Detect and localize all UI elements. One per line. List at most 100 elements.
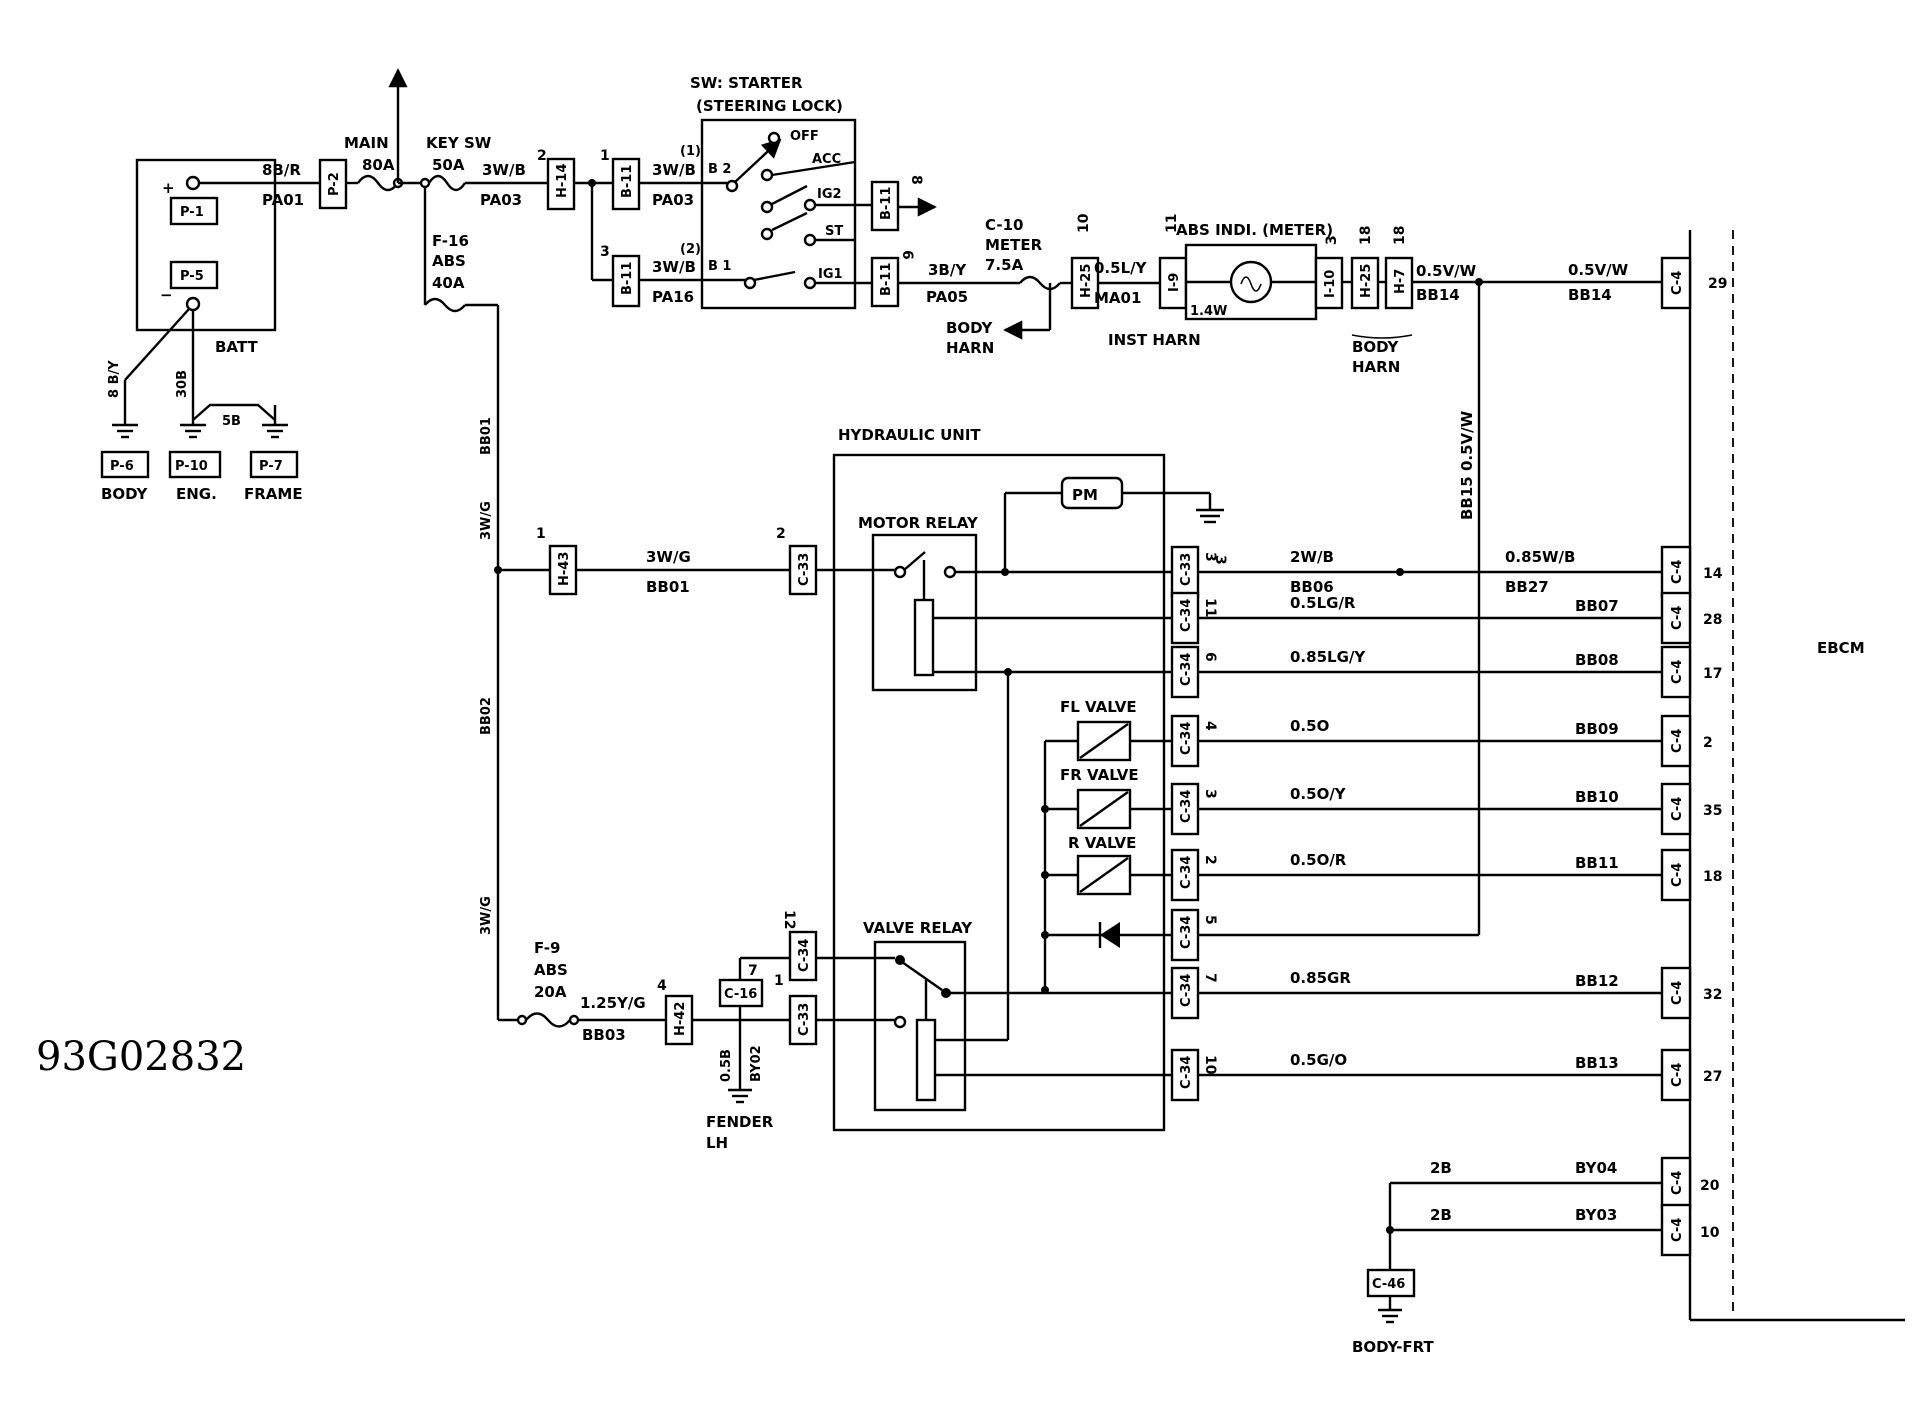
ebcm-pin: 18 — [1703, 869, 1722, 885]
svg-text:C-4: C-4 — [1670, 1218, 1685, 1242]
svg-text:MOTOR RELAY: MOTOR RELAY — [858, 514, 979, 532]
svg-text:PA05: PA05 — [926, 288, 968, 306]
svg-text:2B: 2B — [1430, 1206, 1452, 1224]
unit-connector-label: C-34 — [1179, 722, 1194, 755]
battery: + P-1 P-5 − BATT — [135, 158, 277, 356]
wire-label: 0.85GR — [1290, 969, 1351, 987]
circuit-label-2: BB27 — [1505, 578, 1549, 596]
ebcm-connector-label: C-4 — [1670, 981, 1685, 1005]
svg-text:BB02: BB02 — [479, 697, 494, 735]
unit-connector-pin: 11 — [1202, 598, 1218, 617]
unit-connector-pin: 5 — [1202, 915, 1218, 925]
svg-text:1: 1 — [536, 526, 546, 542]
svg-text:3B/Y: 3B/Y — [928, 261, 967, 279]
unit-connector-label: C-34 — [1179, 916, 1194, 949]
svg-text:1.4W: 1.4W — [1190, 304, 1227, 319]
unit-connector-label: C-33 — [1179, 553, 1194, 586]
unit-connector-pin: 4 — [1202, 721, 1218, 731]
ebcm-pin: 35 — [1703, 803, 1722, 819]
svg-text:SW: STARTER: SW: STARTER — [690, 74, 803, 92]
svg-text:BODY: BODY — [1352, 338, 1400, 356]
conn-b11-low: B-11 — [620, 262, 635, 295]
unit-connector — [1170, 714, 1200, 768]
ebcm-connector — [1660, 782, 1692, 836]
svg-text:IG2: IG2 — [817, 187, 842, 202]
svg-text:C-10: C-10 — [985, 216, 1023, 234]
svg-text:11: 11 — [1164, 214, 1180, 233]
svg-text:R VALVE: R VALVE — [1068, 834, 1136, 852]
svg-text:BY02: BY02 — [749, 1045, 764, 1082]
conn-h43: H-43 — [557, 552, 572, 586]
svg-text:3W/B: 3W/B — [482, 161, 526, 179]
main-power-feed: 8B/R PA01 P-2 MAIN 80A KEY SW 50A 3W/B P… — [199, 68, 641, 1020]
svg-text:(2): (2) — [680, 242, 701, 257]
conn-c16: C-16 — [724, 987, 757, 1002]
svg-text:BODY: BODY — [101, 485, 149, 503]
unit-connector-pin: 2 — [1202, 855, 1218, 865]
svg-text:10: 10 — [1700, 1225, 1720, 1241]
svg-text:ABS INDI. (METER): ABS INDI. (METER) — [1176, 221, 1333, 239]
svg-text:18: 18 — [1358, 226, 1374, 245]
wire-label: 0.5O/R — [1290, 851, 1347, 869]
svg-text:3W/G: 3W/G — [479, 501, 494, 540]
svg-text:ABS: ABS — [534, 961, 568, 979]
ebcm-connector — [1660, 966, 1692, 1020]
svg-text:(STEERING LOCK): (STEERING LOCK) — [696, 97, 843, 115]
svg-text:HARN: HARN — [946, 339, 994, 357]
svg-text:PA03: PA03 — [480, 191, 522, 209]
ebcm-connector — [1660, 1048, 1692, 1102]
svg-text:IG1: IG1 — [818, 267, 843, 282]
ebcm-connector-label: C-4 — [1670, 863, 1685, 887]
svg-text:BB15 0.5V/W: BB15 0.5V/W — [1458, 410, 1476, 520]
ebcm-label: EBCM — [1817, 639, 1865, 657]
svg-text:PA03: PA03 — [652, 191, 694, 209]
svg-text:1: 1 — [774, 973, 784, 989]
svg-text:30B: 30B — [175, 370, 190, 398]
svg-text:+: + — [162, 179, 175, 197]
conn-p2: P-2 — [327, 172, 342, 196]
ebcm-pin: 14 — [1703, 566, 1723, 582]
svg-text:MAIN: MAIN — [344, 134, 389, 152]
conn-p7: P-7 — [259, 459, 283, 474]
conn-c33-mr: C-33 — [797, 553, 812, 586]
hydraulic-unit-feed: BB01 3W/G BB02 3W/G H-43 1 3W/G BB01 C-3… — [479, 417, 818, 1152]
svg-text:29: 29 — [1708, 276, 1727, 292]
svg-text:10: 10 — [1076, 213, 1092, 233]
svg-text:4: 4 — [657, 978, 667, 994]
svg-text:BY04: BY04 — [1575, 1159, 1617, 1177]
svg-text:3W/B: 3W/B — [652, 258, 696, 276]
unit-connector-pin: 3 — [1202, 552, 1218, 562]
svg-text:−: − — [160, 286, 173, 304]
svg-text:B 2: B 2 — [708, 162, 731, 177]
ebcm-pin: 28 — [1703, 612, 1722, 628]
svg-text:2B: 2B — [1430, 1159, 1452, 1177]
circuit-label: BB13 — [1575, 1054, 1619, 1072]
svg-text:PA01: PA01 — [262, 191, 304, 209]
unit-connector-pin: 10 — [1202, 1055, 1218, 1075]
wire-label: 2W/B — [1290, 548, 1334, 566]
ebcm-connector-label: C-4 — [1670, 560, 1685, 584]
conn-p1: P-1 — [180, 205, 204, 220]
wire-label: 0.5O/Y — [1290, 785, 1347, 803]
svg-text:40A: 40A — [432, 274, 465, 292]
conn-h14: H-14 — [555, 164, 570, 198]
svg-text:0.5L/Y: 0.5L/Y — [1094, 259, 1148, 277]
ebcm-connector — [1660, 848, 1692, 902]
svg-text:FL VALVE: FL VALVE — [1060, 698, 1137, 716]
wire-label: 0.5LG/R — [1290, 594, 1356, 612]
ebcm-connector-label: C-4 — [1670, 797, 1685, 821]
svg-text:VALVE RELAY: VALVE RELAY — [863, 919, 973, 937]
svg-text:ENG.: ENG. — [176, 485, 217, 503]
svg-text:BB14: BB14 — [1416, 286, 1460, 304]
diagram-code: 93G02832 — [36, 1034, 246, 1080]
unit-connector — [1170, 782, 1200, 836]
unit-connector — [1170, 908, 1200, 962]
svg-text:1.25Y/G: 1.25Y/G — [580, 994, 646, 1012]
svg-text:METER: METER — [985, 236, 1043, 254]
battery-label: BATT — [215, 338, 258, 356]
unit-connector — [1170, 591, 1200, 645]
